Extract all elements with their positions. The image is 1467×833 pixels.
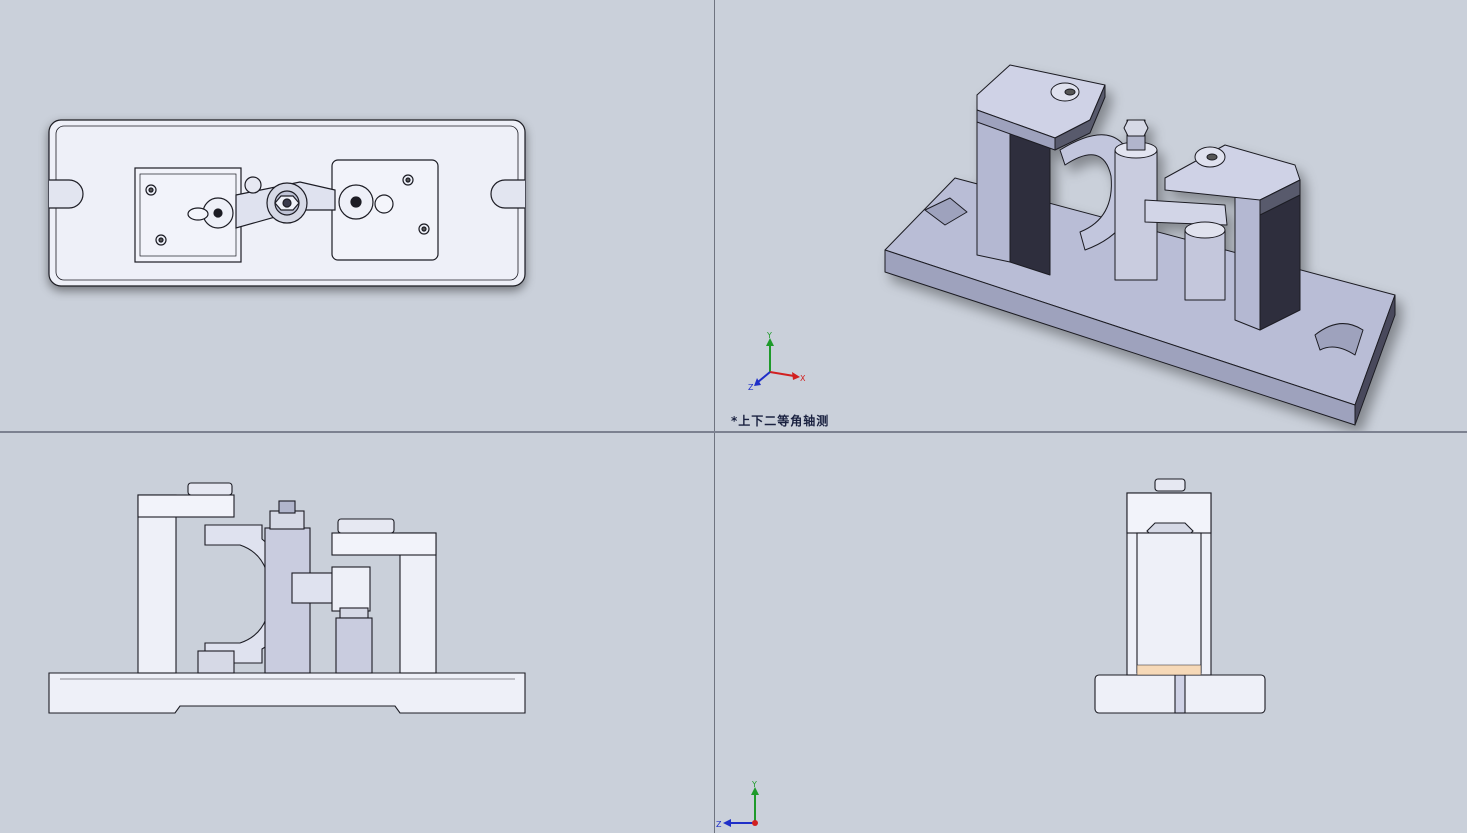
left-pillar-front [137,494,177,674]
viewport-top-view[interactable] [0,0,714,431]
connecting-arm-front [291,572,333,604]
isometric-drawing [884,64,1396,426]
slot-right [490,179,525,209]
viewport-splitter-vertical[interactable] [714,0,715,833]
axis-x-label: X [800,374,806,383]
viewport-front-view[interactable] [0,433,714,833]
axis-z-label-side: Z [716,820,722,829]
viewport-side-view[interactable]: Y Z [715,433,1467,833]
view-orientation-label: *上下二等角轴测 [731,414,830,428]
top-view-drawing [48,119,526,287]
connecting-arm-iso [1144,199,1228,226]
coordinate-triad-side: Y Z [716,780,759,829]
front-view-drawing [48,482,526,714]
side-view-drawing [1094,478,1266,714]
axis-z-label: Z [748,383,754,392]
viewport-isometric-view[interactable]: Y X Z *上下二等角轴测 [715,0,1467,431]
right-pillar-front [399,532,437,674]
base-plate-front [48,672,526,714]
viewport-splitter-horizontal[interactable] [0,431,1467,433]
coordinate-triad-iso: Y X Z [748,331,806,392]
slot-left [49,179,84,209]
cap-nut-side [1154,478,1186,492]
right-pillar-iso [1234,189,1261,331]
axis-y-label-side: Y [751,780,757,789]
axis-y-label: Y [766,331,772,340]
